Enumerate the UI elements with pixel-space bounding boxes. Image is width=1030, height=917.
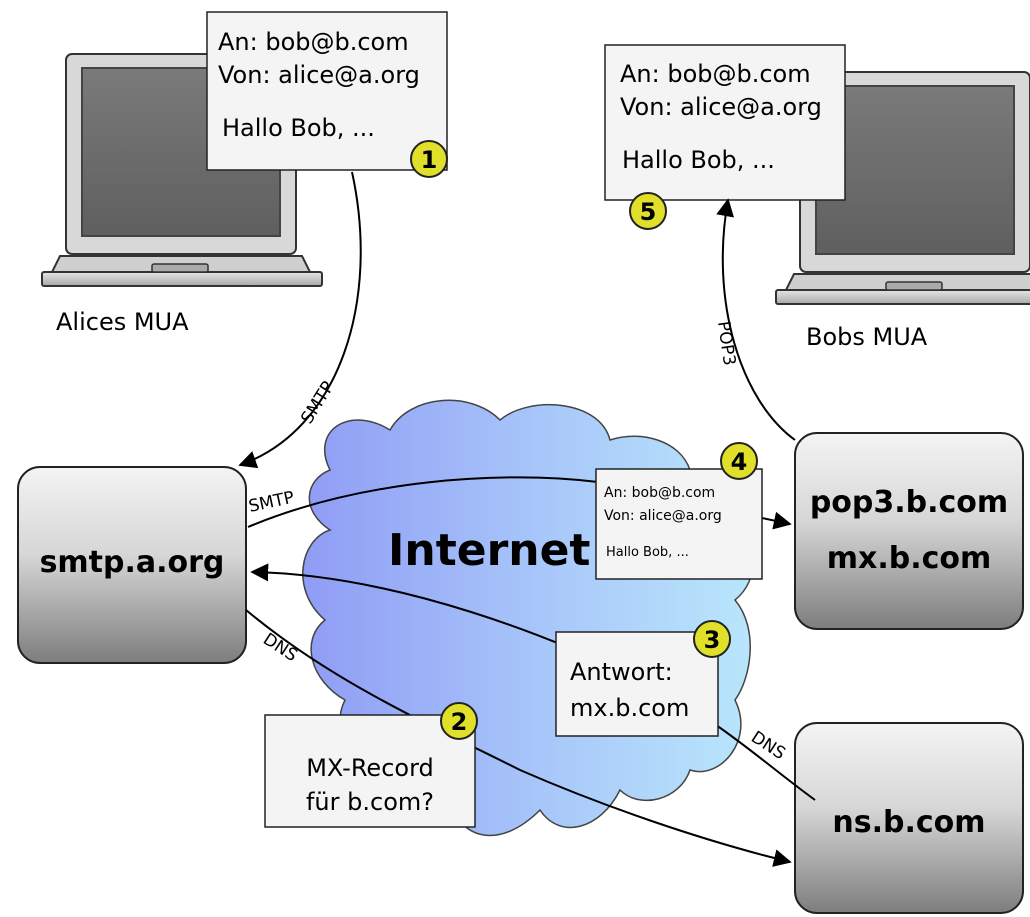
laptop-icon	[41, 53, 323, 287]
protocol-label-smtp: SMTP	[297, 378, 338, 428]
step-number: 2	[451, 708, 468, 736]
message-body: Hallo Bob, ...	[622, 146, 775, 174]
arrow-smtp-relay-end	[761, 511, 792, 530]
internet-label: Internet	[388, 525, 590, 576]
server-mx-label: mx.b.com	[827, 541, 992, 576]
alice-mua-label: Alices MUA	[56, 308, 189, 336]
message-body: Hallo Bob, ...	[222, 114, 375, 142]
server-ns-b: ns.b.com	[794, 722, 1024, 914]
answer-line-2: mx.b.com	[570, 694, 689, 722]
answer-line-1: Antwort:	[570, 658, 673, 686]
step-number: 3	[704, 626, 721, 654]
protocol-label-dns-answer: DNS	[747, 727, 789, 764]
step-badge-4: 4	[720, 442, 758, 480]
step-badge-1: 1	[410, 140, 448, 178]
dns-query-box: MX-Record für b.com?	[264, 714, 476, 828]
server-pop3-mx-b: pop3.b.com mx.b.com	[794, 432, 1024, 630]
relay-message-box: An: bob@b.com Von: alice@a.org Hallo Bob…	[595, 468, 763, 580]
protocol-label-pop3: POP3	[713, 320, 739, 367]
message-to: An: bob@b.com	[620, 60, 811, 88]
message-from: Von: alice@a.org	[218, 61, 420, 89]
step-number: 4	[731, 448, 748, 476]
laptop-icon	[775, 71, 1030, 305]
arrow-pop3	[716, 198, 796, 441]
step-badge-5: 5	[629, 192, 667, 230]
step-number: 5	[640, 198, 657, 226]
message-to: An: bob@b.com	[604, 485, 715, 501]
bob-message-box: An: bob@b.com Von: alice@a.org Hallo Bob…	[604, 44, 846, 201]
server-pop3-label: pop3.b.com	[810, 485, 1008, 520]
arrow-smtp-relay	[247, 476, 599, 528]
step-badge-3: 3	[693, 620, 731, 658]
arrow-dns-query	[245, 609, 792, 867]
alice-message-box: An: bob@b.com Von: alice@a.org Hallo Bob…	[206, 11, 448, 171]
message-from: Von: alice@a.org	[604, 508, 722, 524]
server-smtp-a-label: smtp.a.org	[40, 545, 225, 580]
arrow-smtp-submit	[238, 171, 362, 469]
server-ns-label: ns.b.com	[832, 805, 985, 840]
query-line-2: für b.com?	[306, 788, 434, 816]
message-from: Von: alice@a.org	[620, 93, 822, 121]
step-badge-2: 2	[440, 702, 478, 740]
message-body: Hallo Bob, ...	[606, 545, 689, 560]
query-line-1: MX-Record	[306, 754, 434, 782]
bob-mua-label: Bobs MUA	[806, 323, 928, 351]
step-number: 1	[421, 146, 438, 174]
message-to: An: bob@b.com	[218, 28, 409, 56]
server-smtp-a: smtp.a.org	[17, 466, 247, 664]
protocol-label-dns: DNS	[259, 629, 301, 666]
dns-answer-box: Antwort: mx.b.com	[555, 631, 719, 737]
